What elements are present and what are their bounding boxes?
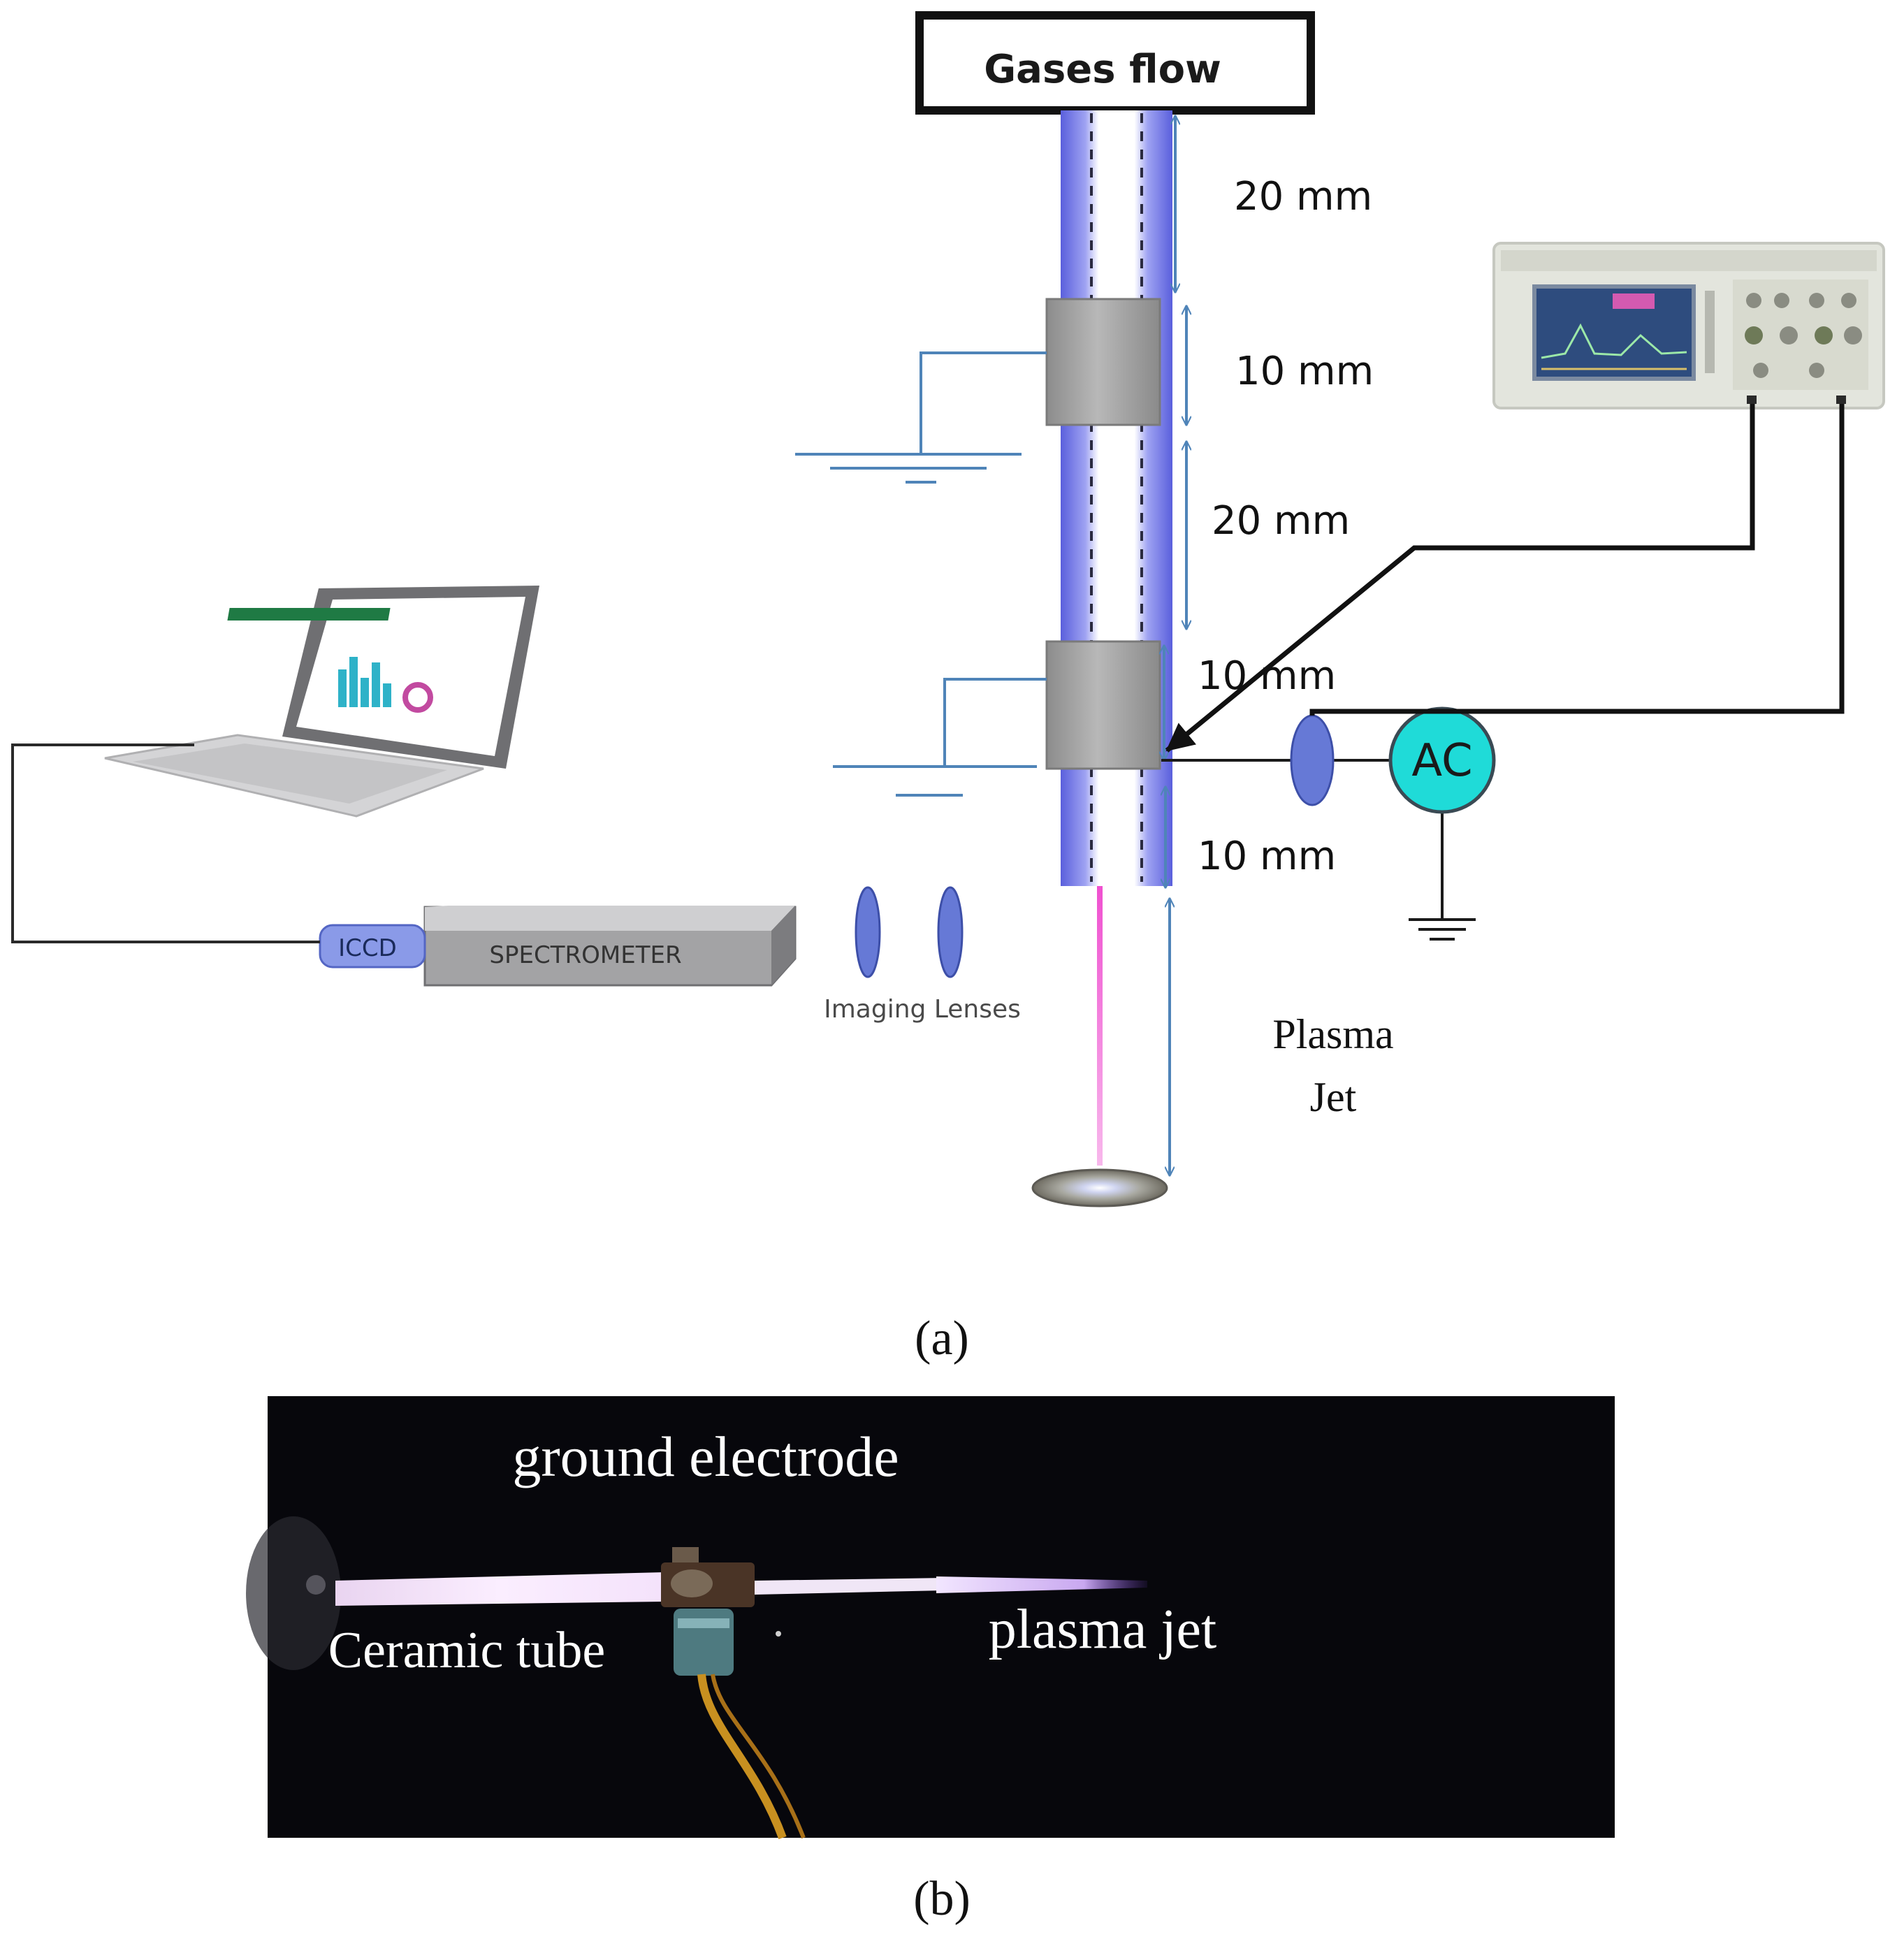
caption-a: (a) (915, 1312, 969, 1365)
dimension-arrows (1164, 116, 1186, 1175)
plasma-jet-label-line1: Plasma (1272, 1011, 1393, 1057)
gases-flow-box: Gases flow (915, 11, 1315, 115)
ground-electrode-label: ground electrode (512, 1425, 899, 1488)
ground-connection-lower (833, 678, 1047, 797)
probe-leads (1165, 404, 1845, 753)
ground-connection-upper (795, 351, 1047, 484)
laptop-cable (11, 743, 320, 943)
lens-2 (937, 886, 964, 978)
gases-flow-label: Gases flow (984, 47, 1221, 92)
powered-electrode-lower (1045, 640, 1161, 770)
plasma-jet-beam (1097, 886, 1103, 1166)
plasma-jet-photo: ground electrode Ceramic tube plasma jet (246, 1396, 1615, 1840)
plasma-jet-label-line2: Jet (1310, 1074, 1357, 1120)
dimension-label-4: 10 mm (1198, 653, 1336, 699)
lens-1 (855, 886, 881, 978)
iccd-camera (319, 924, 426, 969)
ac-power-source: AC (1388, 706, 1496, 814)
imaging-lenses: Imaging Lenses (824, 886, 1021, 1024)
ceramic-tube-label: Ceramic tube (328, 1622, 606, 1679)
spectrometer-assembly: SPECTROMETER ICCD (319, 906, 797, 987)
dimension-labels: 20 mm 10 mm 20 mm 10 mm 10 mm (1198, 174, 1374, 879)
current-probe-icon (1290, 714, 1335, 806)
oscilloscope-icon (1492, 242, 1885, 409)
ac-label: AC (1411, 735, 1472, 787)
iccd-label: ICCD (338, 934, 397, 962)
dimension-label-3: 20 mm (1212, 498, 1350, 544)
laptop-icon (104, 586, 539, 818)
dimension-label-2: 10 mm (1235, 349, 1374, 394)
plasma-jet-photo-label: plasma jet (989, 1599, 1217, 1660)
spectrometer-label: SPECTROMETER (489, 941, 681, 969)
caption-b: (b) (913, 1872, 971, 1926)
dimension-label-1: 20 mm (1234, 174, 1372, 219)
dimension-label-5: 10 mm (1198, 834, 1336, 879)
imaging-lenses-label: Imaging Lenses (824, 995, 1021, 1024)
target-plate (1031, 1168, 1168, 1207)
ground-electrode-upper (1045, 298, 1161, 426)
